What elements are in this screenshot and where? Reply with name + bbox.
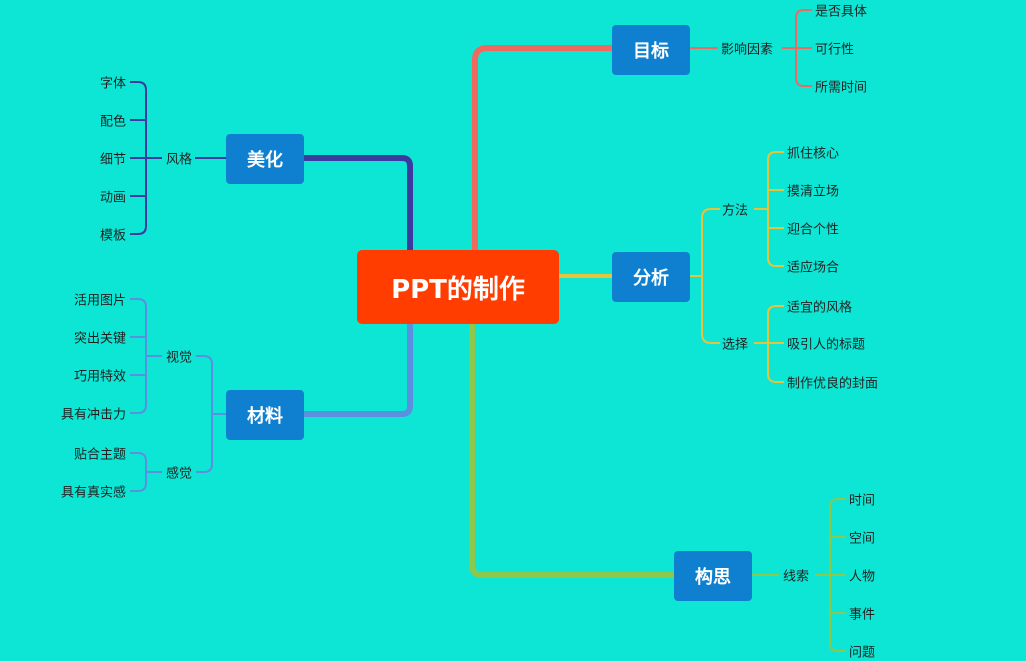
leaf[interactable]: 巧用特效 [73, 369, 126, 385]
connector-root-meihua [304, 155, 413, 250]
leaf[interactable]: 细节 [99, 152, 126, 168]
leaf[interactable]: 制作优良的封面 [787, 376, 879, 392]
leaf[interactable]: 事件 [849, 607, 876, 623]
leaf[interactable]: 人物 [849, 569, 876, 585]
leaf[interactable]: 模板 [99, 228, 126, 244]
leaf[interactable]: 动画 [99, 190, 126, 206]
leaf[interactable]: 抓住核心 [787, 146, 840, 162]
leaf[interactable]: 适应场合 [787, 260, 840, 276]
connector-root-gousi [469, 324, 674, 578]
topic-mubiao[interactable]: 目标 [612, 25, 690, 75]
leaf[interactable]: 突出关键 [73, 331, 126, 347]
leaf[interactable]: 字体 [99, 76, 126, 92]
leaf[interactable]: 问题 [849, 645, 876, 661]
leaf[interactable]: 时间 [849, 493, 876, 509]
leaf[interactable]: 可行性 [815, 42, 855, 58]
leaf[interactable]: 吸引人的标题 [787, 337, 866, 353]
leaf[interactable]: 摸清立场 [787, 184, 840, 200]
subtopic-shijue[interactable]: 视觉 [165, 350, 192, 366]
leaf[interactable]: 贴合主题 [73, 447, 126, 463]
leaf[interactable]: 所需时间 [815, 80, 868, 96]
root-node[interactable]: PPT的制作 [357, 250, 559, 324]
topic-gousi[interactable]: 构思 [674, 551, 752, 601]
subtopic-fangfa[interactable]: 方法 [722, 203, 749, 219]
topic-cailiao[interactable]: 材料 [226, 390, 304, 440]
leaf[interactable]: 适宜的风格 [787, 300, 853, 316]
connector-root-cailiao [304, 324, 413, 417]
topic-meihua[interactable]: 美化 [226, 134, 304, 184]
leaf[interactable]: 迎合个性 [787, 222, 840, 238]
leaf[interactable]: 配色 [99, 114, 126, 130]
subtopic-xuanze[interactable]: 选择 [722, 337, 749, 353]
leaf[interactable]: 是否具体 [815, 4, 868, 20]
subtopic-xiansuo[interactable]: 线索 [783, 569, 810, 585]
leaf[interactable]: 具有真实感 [60, 485, 126, 501]
leaf[interactable]: 活用图片 [73, 293, 126, 309]
subtopic-yingxiang[interactable]: 影响因素 [721, 42, 774, 58]
connector-root-mubiao [472, 45, 612, 250]
leaf[interactable]: 具有冲击力 [60, 407, 126, 423]
subtopic-ganjue[interactable]: 感觉 [165, 466, 192, 482]
topic-fenxi[interactable]: 分析 [612, 252, 690, 302]
subtopic-fengge[interactable]: 风格 [165, 152, 192, 168]
leaf[interactable]: 空间 [849, 531, 876, 547]
